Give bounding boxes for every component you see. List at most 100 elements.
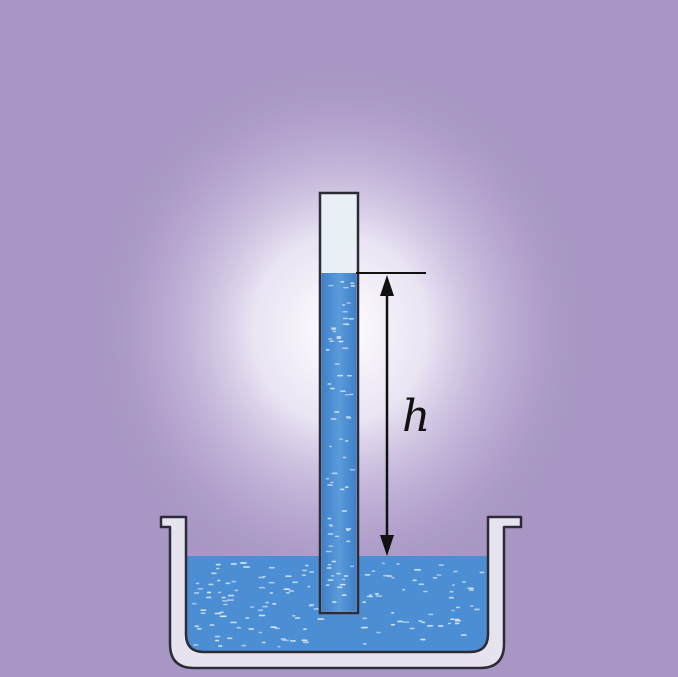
bubble [214,635,221,638]
bubble [216,567,220,570]
bubble [234,589,239,592]
bubble [342,347,349,349]
bubble [447,622,452,625]
bubble [474,608,480,611]
bubble [258,586,265,589]
bubble [334,411,340,413]
bubble [451,609,455,612]
bubble [225,582,231,585]
bubble [455,606,460,609]
bubble [325,477,330,480]
bubble [332,330,336,333]
bubble [412,579,417,582]
bubble [349,565,355,568]
bubble [342,456,347,459]
bubble [268,566,275,569]
bubble [345,528,352,530]
bubble [396,563,400,565]
bubble [402,621,410,623]
bubble [426,625,434,627]
bubble [327,383,332,385]
bubble [328,524,333,526]
bubble [243,566,250,568]
bubble [364,574,371,576]
bubble [329,445,332,448]
bubble [313,608,320,610]
bubble [330,387,335,390]
bubble [454,620,462,622]
bubble [331,472,338,475]
bubble [302,641,310,644]
bubble [196,628,202,630]
bubble [375,595,383,597]
bubble [240,562,247,564]
bubble [327,517,332,520]
bubble [336,572,341,575]
bubble [436,574,442,576]
bubble [219,611,224,614]
bubble [342,311,348,313]
bubble [325,349,330,351]
bubble [383,574,389,577]
bubble [390,623,395,626]
bubble [337,586,343,588]
bubble [325,584,330,586]
bubble [339,438,343,440]
bubble [438,564,444,566]
bubble [305,564,309,567]
bubble [409,627,415,630]
bubble [362,643,367,645]
bubble [449,590,454,593]
bubble [205,596,212,599]
bubble [346,417,352,419]
bubble [292,581,298,584]
bubble [226,637,233,640]
bubble [332,601,337,603]
bubble [331,575,335,577]
height-label: h [402,391,430,442]
bubble [211,572,217,575]
bubble [290,640,296,642]
bubble [460,634,467,636]
bubble [330,481,334,484]
bubble [248,628,255,630]
bubble [414,569,421,571]
bubble [348,393,354,396]
bubble [368,594,373,596]
bubble [285,592,290,594]
bubble [336,336,342,338]
bubble [338,340,344,343]
bubble [217,591,222,594]
bubble [236,626,241,629]
bubble [346,302,351,304]
bubble [221,600,228,602]
bubble [438,625,444,627]
bubble [280,638,286,640]
bubble [317,618,325,620]
bubble [343,317,349,320]
bubble [326,567,332,569]
bubble [453,570,458,573]
bubble [345,486,349,488]
bubble [469,589,474,591]
bubble [336,337,341,339]
bubble [349,469,356,471]
bubble [479,571,485,574]
bubble [366,595,373,598]
bubble [418,583,425,586]
bubble [303,628,307,630]
bubble [461,581,467,583]
bubble [348,318,354,320]
bubble [217,645,223,647]
bubble [376,631,381,634]
bubble [342,578,346,581]
bubble [200,609,207,611]
bubble [371,570,376,572]
bubble [195,582,200,585]
dish-rim [159,515,523,670]
bubble [334,363,340,365]
bubble [261,641,266,644]
height-arrow-head-up [380,275,394,296]
bubble [192,602,197,605]
